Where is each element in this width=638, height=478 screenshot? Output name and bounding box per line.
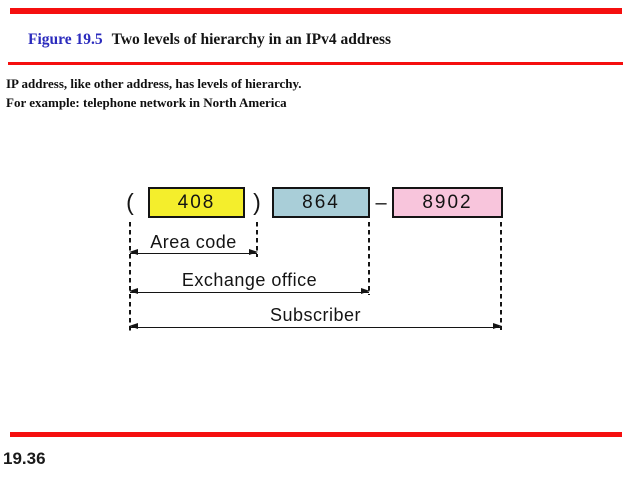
note-text: IP address, like other address, has leve… [6,75,302,112]
dashed-guide-subscriber [500,222,502,330]
subscriber-label: Subscriber [269,305,362,325]
top-accent-bar [10,8,622,14]
area-code-value: 408 [177,191,216,213]
subscriber-span-arrow [129,323,502,330]
figure-label: Figure 19.5 [28,31,103,48]
dashed-guide-area-code [256,222,258,257]
subscriber-value: 8902 [422,191,473,213]
note-line-2: For example: telephone network in North … [6,94,287,110]
arrowhead-right-icon [493,323,502,330]
arrowhead-right-icon [249,249,258,256]
exchange-office-box: 864 [272,187,370,218]
area-code-label: Area code [150,232,237,252]
figure-title: Two levels of hierarchy in an IPv4 addre… [111,31,392,48]
title-underline [8,62,623,65]
area-code-box: 408 [148,187,245,218]
dashed-guide-left [129,222,131,331]
exchange-office-span-arrow [129,288,370,295]
area-code-span-arrow [129,249,258,256]
open-paren: ( [126,189,134,215]
bottom-accent-bar [10,432,622,437]
page-number: 19.36 [3,449,46,468]
figure-title-row: Figure 19.5 Two levels of hierarchy in an… [28,31,391,49]
exchange-office-value: 864 [302,191,340,213]
arrowhead-right-icon [361,288,370,295]
subscriber-box: 8902 [392,187,503,218]
close-paren: ) [253,189,261,215]
arrowhead-left-icon [129,288,138,295]
dashed-guide-exchange [368,222,370,295]
arrowhead-left-icon [129,249,138,256]
exchange-office-label: Exchange office [181,270,318,290]
arrowhead-left-icon [129,323,138,330]
separator-dash: – [375,192,387,214]
note-line-1: IP address, like other address, has leve… [6,76,302,91]
